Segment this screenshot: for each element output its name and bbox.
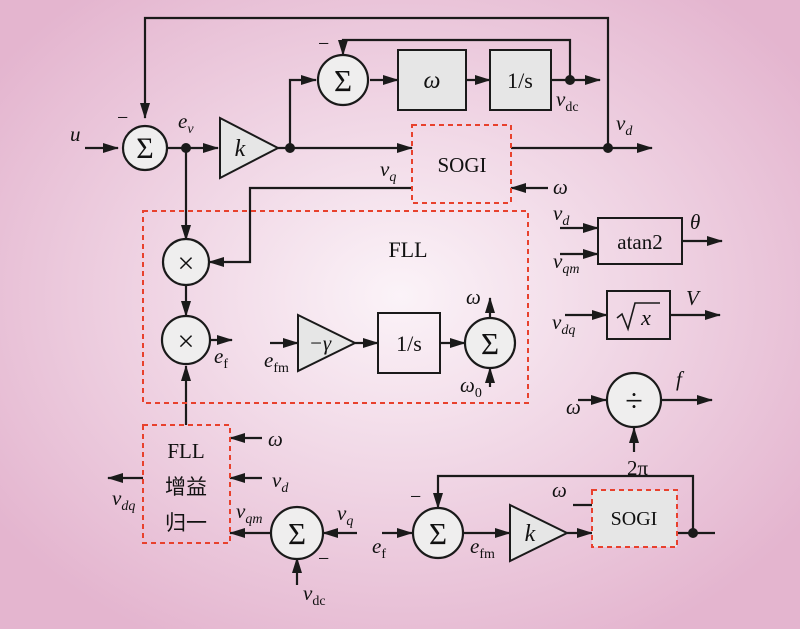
label-f: f [676, 367, 685, 391]
sogi-bottom-label: SOGI [611, 508, 658, 530]
label-omega-sogi-b: ω [552, 478, 567, 502]
label-omega-norm: ω [268, 427, 283, 451]
blocks: ω 1/s k SOGI FLL −γ 1/s atan2 x FLL 增益 归… [142, 49, 683, 563]
label-vdc-bottom: vdc [303, 581, 326, 609]
label-vqm-norm: vqm [236, 499, 262, 527]
sogi-bottom-block [591, 489, 678, 548]
label-V: V [686, 286, 701, 310]
label-vq-bottom: vq [337, 501, 353, 529]
summing-nodes: Σ Σ × × Σ ÷ Σ Σ [121, 53, 663, 561]
junction-dots [181, 75, 698, 538]
label-omega-div: ω [566, 395, 581, 419]
gain-norm-line-1: FLL [167, 439, 204, 463]
signal-wires [85, 16, 723, 585]
label-ef: ef [214, 344, 228, 372]
junction-vd [603, 143, 613, 153]
sum-fll-glyph: Σ [481, 326, 499, 361]
label-2pi: 2π [627, 456, 649, 480]
omega-block-label: ω [424, 68, 441, 94]
wire-vd-feedback [140, 16, 610, 148]
wire-sogi-b-feedback [433, 474, 695, 533]
signal-labels: u − − − − ev vdc vd vq ω ef efm ω ω0 vd … [70, 33, 701, 609]
gain-gamma-label: −γ [309, 331, 332, 355]
wire-k-to-sum-top [288, 75, 317, 148]
sqrt-argument: x [640, 305, 651, 330]
gain-gamma-triangle [297, 313, 358, 373]
junction-ev [181, 143, 191, 153]
label-efm-fll: efm [264, 348, 289, 376]
gain-norm-line-3: 归一 [165, 511, 207, 535]
gain-k-label: k [235, 136, 246, 162]
label-theta: θ [690, 210, 700, 234]
sum-top-node: Σ [316, 53, 370, 107]
sum-ef-glyph: Σ [429, 516, 447, 551]
integrator-top-block [489, 49, 552, 111]
label-omega0: ω0 [460, 373, 482, 401]
junction-k-out [285, 143, 295, 153]
integrator-fll-label: 1/s [396, 331, 422, 356]
integrator-top-label: 1/s [507, 68, 533, 93]
gain-k-bottom-triangle [509, 503, 570, 563]
sum-vqm-node: Σ [269, 505, 325, 561]
wire-vdc-feedback [338, 38, 572, 80]
sqrt-block [606, 290, 671, 340]
gain-norm-line-2: 增益 [165, 475, 207, 499]
minus-sum-top: − [318, 33, 329, 55]
sum-top-glyph: Σ [334, 63, 352, 98]
multiplier-2-node: × [160, 314, 212, 366]
label-vd-top: vd [616, 111, 633, 139]
label-omega-fll-out: ω [466, 285, 481, 309]
label-vdq-norm: vdq [112, 486, 135, 514]
multiplier-1-glyph: × [178, 247, 195, 280]
gain-norm-block [142, 424, 231, 544]
label-vd-norm: vd [272, 468, 289, 496]
junction-sogi-b-out [688, 528, 698, 538]
minus-sum-input: − [117, 107, 128, 129]
junction-vdc [565, 75, 575, 85]
label-efm-bottom: efm [470, 534, 495, 562]
label-vqm-atan: vqm [553, 249, 579, 277]
label-ef-bottom: ef [372, 534, 386, 562]
sum-vqm-glyph: Σ [288, 516, 306, 551]
label-ev: ev [178, 109, 194, 137]
multiplier-1-node: × [161, 237, 211, 287]
divider-node: ÷ [605, 371, 663, 429]
wire-vq-to-mult1 [208, 186, 412, 267]
atan2-block [597, 217, 683, 265]
divide-glyph: ÷ [625, 382, 643, 418]
sum-fll-node: Σ [463, 316, 517, 370]
fll-region-label: FLL [388, 237, 427, 262]
label-vd-atan: vd [553, 201, 570, 229]
integrator-fll-block [377, 312, 441, 374]
label-vq-sogi: vq [380, 157, 396, 185]
omega-block [397, 49, 467, 111]
sqrt-radical-icon [616, 302, 660, 332]
sum-ef-node: Σ [411, 506, 465, 560]
label-omega-sogi: ω [553, 175, 568, 199]
label-u: u [70, 122, 81, 146]
sum-input-node: Σ [121, 124, 169, 172]
sum-input-glyph: Σ [136, 132, 153, 165]
atan2-label: atan2 [617, 230, 662, 254]
label-vdq-sqrt: vdq [552, 310, 575, 338]
gain-k-triangle [219, 116, 281, 180]
minus-sum-ef: − [410, 486, 421, 508]
multiplier-2-glyph: × [178, 325, 195, 358]
fll-region [142, 210, 529, 404]
sogi-top-label: SOGI [437, 153, 486, 177]
sogi-top-block [411, 124, 512, 204]
gain-k-bottom-label: k [525, 521, 536, 547]
minus-sum-vqm: − [318, 548, 329, 570]
label-vdc: vdc [556, 87, 579, 115]
